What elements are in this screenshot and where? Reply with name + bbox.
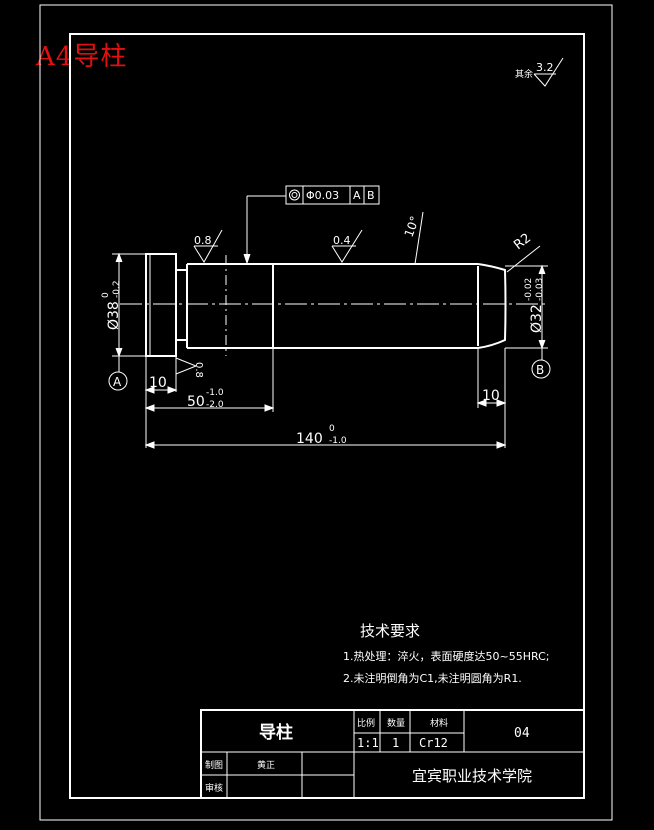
- corner-radius: R2: [511, 231, 534, 253]
- qty-header: 数量: [387, 717, 405, 729]
- guide-pillar-part: [145, 253, 507, 357]
- svg-text:技术要求: 技术要求: [360, 622, 420, 640]
- svg-text:-0.03: -0.03: [535, 278, 545, 301]
- tolerance-frame: Φ0.03 A B: [285, 185, 380, 205]
- dim-dia-left: Ø38 0 -0.2: [101, 280, 122, 330]
- svg-text:3.2: 3.2: [536, 61, 554, 74]
- datum-a: A: [108, 371, 128, 391]
- svg-text:Φ0.03: Φ0.03: [306, 189, 339, 202]
- scale-header: 比例: [357, 717, 375, 729]
- part-name: 导柱: [259, 722, 293, 743]
- svg-text:1.热处理：淬火，表面硬度达50~55HRC;: 1.热处理：淬火，表面硬度达50~55HRC;: [343, 649, 549, 663]
- svg-text:2.未注明倒角为C1,未注明圆角为R1.: 2.未注明倒角为C1,未注明圆角为R1.: [343, 671, 522, 685]
- svg-text:-0.02: -0.02: [524, 278, 534, 301]
- svg-text:Ø38: Ø38: [106, 301, 122, 330]
- drawn-by-label: 制图: [205, 759, 223, 771]
- svg-text:0: 0: [101, 292, 111, 298]
- tech-requirements: 技术要求 1.热处理：淬火，表面硬度达50~55HRC; 2.未注明倒角为C1,…: [343, 622, 549, 685]
- drawing-number: 04: [514, 726, 530, 741]
- svg-text:其余: 其余: [515, 68, 533, 80]
- svg-text:B: B: [367, 189, 375, 202]
- material-value: Cr12: [419, 736, 448, 750]
- dim-collar-len: 10: [149, 375, 167, 391]
- outer-border: [39, 4, 613, 821]
- datum-b: B: [531, 359, 551, 379]
- dim-total-len: 140 0 -1.0: [296, 424, 347, 447]
- material-header: 材料: [430, 717, 448, 729]
- svg-text:-0.2: -0.2: [112, 280, 122, 298]
- scale-value: 1:1: [357, 736, 379, 750]
- general-roughness: 其余 3.2: [515, 57, 564, 87]
- qty-value: 1: [392, 736, 399, 750]
- svg-text:140: 140: [296, 431, 323, 447]
- drawn-by: 黄正: [257, 759, 275, 771]
- roughness-mark-2: 0.4: [333, 234, 351, 247]
- svg-text:0: 0: [329, 424, 335, 434]
- svg-text:-1.0: -1.0: [206, 388, 224, 398]
- title-block: [200, 709, 585, 799]
- svg-text:-1.0: -1.0: [329, 436, 347, 446]
- svg-text:A: A: [113, 375, 122, 389]
- roughness-mark-3: 0.8: [193, 362, 204, 378]
- dim-chamfer-len: 10: [482, 388, 500, 404]
- svg-text:B: B: [536, 363, 544, 377]
- svg-text:A: A: [353, 189, 361, 202]
- dim-dia-right: Ø32 -0.02 -0.03: [524, 278, 545, 333]
- checked-by-label: 审核: [205, 782, 223, 794]
- roughness-mark-1: 0.8: [194, 234, 212, 247]
- sheet-label: A4导柱: [36, 42, 128, 72]
- dim-step-len: 50 -1.0 -2.0: [187, 388, 224, 410]
- chamfer-angle: 10°: [402, 214, 422, 239]
- svg-text:-2.0: -2.0: [206, 400, 224, 410]
- svg-text:Ø32: Ø32: [529, 304, 545, 333]
- school-name: 宜宾职业技术学院: [412, 767, 532, 785]
- svg-text:50: 50: [187, 394, 205, 410]
